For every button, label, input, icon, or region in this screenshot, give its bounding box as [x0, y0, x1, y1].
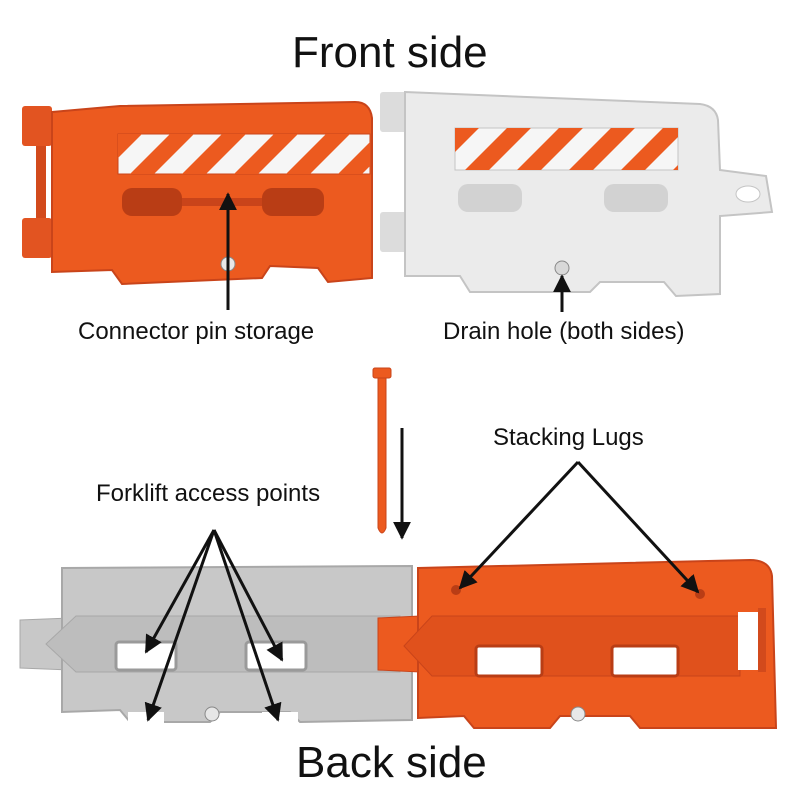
orange-back-lug-left [451, 585, 461, 595]
arrow-forklift-3 [212, 529, 284, 662]
panel-stripe [118, 134, 142, 158]
panel-stripe [465, 128, 531, 170]
arrow-forklift-4 [212, 529, 282, 722]
drain-hole-label: Drain hole (both sides) [443, 318, 685, 345]
orange-forklift-slot-left [122, 188, 182, 216]
panel-stripe [673, 165, 678, 170]
white-forklift-slot-left [458, 184, 522, 212]
orange-back-pin [758, 608, 766, 672]
back-orange-barrier [377, 558, 778, 729]
annotation-arrows [144, 192, 700, 722]
white-hinge-top [380, 92, 410, 132]
front-orange-barrier [22, 100, 373, 286]
orange-forklift-slot-right [262, 188, 324, 216]
panel-stripe [338, 142, 370, 174]
white-drain-hole [554, 260, 570, 276]
orange-hinge-top [22, 106, 52, 146]
orange-pin-storage-groove [182, 198, 262, 206]
arrow-stacking-lug-right [576, 460, 700, 594]
orange-back-hinge-gap [738, 612, 758, 670]
front-white-barrier [380, 90, 774, 298]
front-side-title: Front side [292, 28, 488, 77]
white-forklift-slot-right [604, 184, 668, 212]
forklift-access-label: Forklift access points [96, 480, 321, 507]
orange-panel-stripes [118, 134, 370, 174]
orange-back-drain-hole [570, 706, 586, 722]
panel-stripe [234, 134, 298, 174]
gray-drain-hole [204, 706, 220, 722]
connector-pin-storage-label: Connector pin storage [78, 318, 315, 345]
orange-hinge-post [36, 146, 46, 218]
gray-arrow-recess [45, 615, 401, 673]
panel-stripe [621, 128, 678, 170]
orange-hinge-bottom [22, 218, 52, 258]
panel-stripe [182, 134, 246, 174]
panel-stripe [569, 128, 635, 170]
orange-back-slot-right [610, 644, 680, 678]
arrow-stacking-lug-left [458, 460, 580, 590]
panel-stripe [130, 134, 194, 174]
white-panel-stripes [455, 128, 678, 170]
back-gray-barrier [19, 564, 413, 724]
gray-bottom-notch-left [128, 712, 164, 724]
panel-stripe [286, 134, 350, 174]
white-end-lug-hole [735, 185, 761, 203]
stacking-lugs-label: Stacking Lugs [493, 424, 644, 451]
arrow-forklift-2 [144, 529, 216, 722]
arrow-forklift-1 [144, 529, 216, 654]
orange-back-arrow-recess [403, 615, 741, 677]
white-hinge-bottom [380, 212, 410, 252]
connector-pin [372, 367, 392, 534]
panel-stripe [517, 128, 583, 170]
pin-head [372, 367, 392, 379]
orange-body [51, 100, 373, 286]
gray-bottom-notch-right [262, 712, 298, 724]
pin-shaft [377, 377, 387, 534]
back-side-title: Back side [296, 738, 487, 787]
panel-stripe [455, 128, 479, 152]
orange-back-slot-left [474, 644, 544, 678]
